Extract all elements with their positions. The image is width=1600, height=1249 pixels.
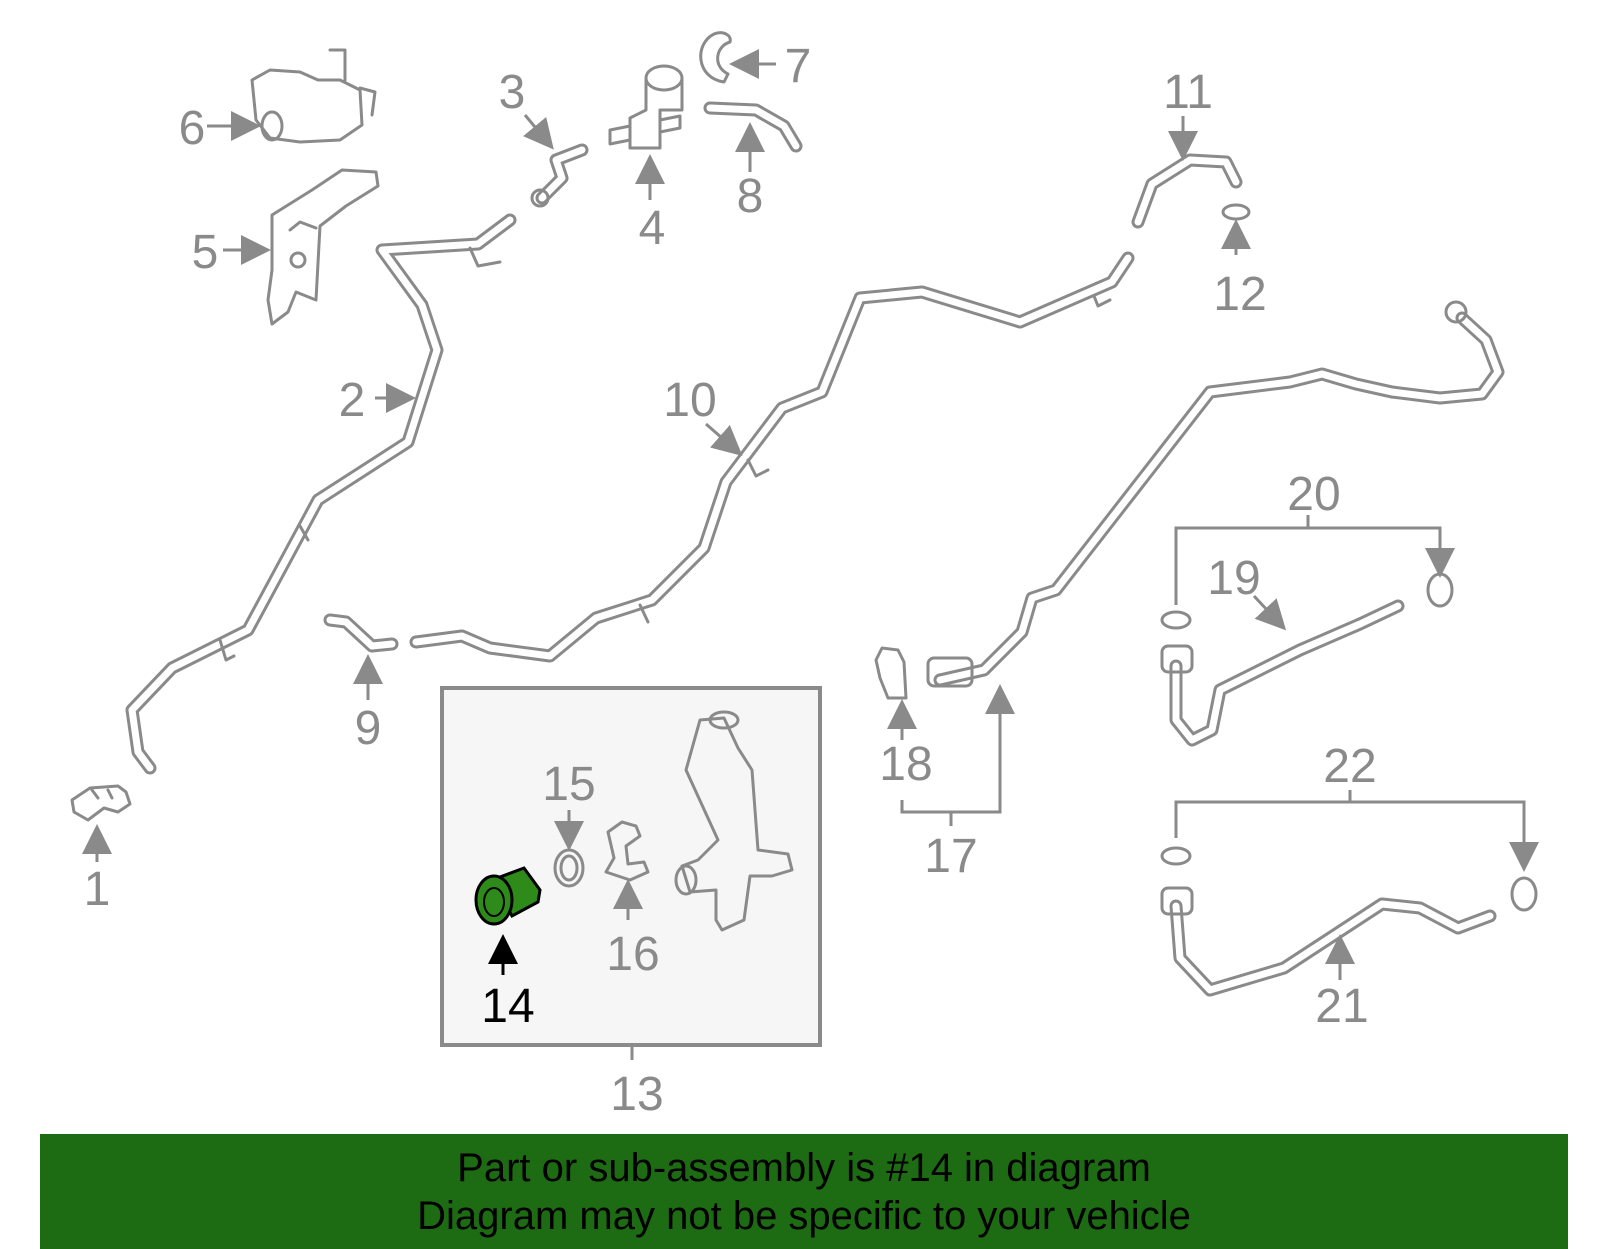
- part-1[interactable]: [70, 784, 132, 822]
- callout-2: 2: [339, 374, 366, 427]
- part-2[interactable]: [125, 213, 517, 775]
- callout-18: 18: [879, 738, 932, 791]
- callout-14: 14: [481, 980, 534, 1033]
- callout-20: 20: [1287, 468, 1340, 521]
- part-3[interactable]: [530, 143, 589, 208]
- part-7[interactable]: [699, 31, 732, 84]
- part-18[interactable]: [874, 646, 908, 700]
- callout-8: 8: [737, 170, 764, 223]
- part-9[interactable]: [323, 613, 399, 653]
- part-8[interactable]: [703, 101, 803, 153]
- part-6[interactable]: [250, 48, 377, 144]
- callout-11: 11: [1163, 66, 1213, 119]
- part-12[interactable]: [1221, 203, 1251, 221]
- callout-21: 21: [1315, 980, 1368, 1033]
- banner-line-1: Part or sub-assembly is #14 in diagram: [457, 1145, 1151, 1190]
- part-22[interactable]: [1160, 846, 1538, 912]
- part-19[interactable]: [1160, 599, 1405, 747]
- callout-19: 19: [1207, 552, 1260, 605]
- callout-22: 22: [1323, 740, 1376, 793]
- info-banner: Part or sub-assembly is #14 in diagram D…: [40, 1134, 1568, 1249]
- callout-5: 5: [192, 226, 219, 279]
- callout-15: 15: [542, 758, 595, 811]
- part-20[interactable]: [1160, 572, 1454, 630]
- callout-1: 1: [84, 863, 111, 916]
- subassembly-box: [440, 686, 822, 1047]
- part-17[interactable]: [926, 300, 1505, 688]
- part-5[interactable]: [266, 168, 380, 326]
- callout-17: 17: [924, 830, 977, 883]
- part-4[interactable]: [608, 64, 684, 150]
- callout-10: 10: [663, 374, 716, 427]
- part-21[interactable]: [1160, 886, 1497, 997]
- callout-6: 6: [179, 102, 206, 155]
- part-10[interactable]: [409, 251, 1135, 663]
- part-11[interactable]: [1131, 153, 1243, 229]
- callout-4: 4: [639, 202, 666, 255]
- callout-12: 12: [1213, 268, 1266, 321]
- callout-13: 13: [610, 1068, 663, 1121]
- callout-3: 3: [499, 66, 526, 119]
- callout-9: 9: [355, 702, 382, 755]
- banner-line-2: Diagram may not be specific to your vehi…: [417, 1193, 1191, 1238]
- housing-assembly[interactable]: [674, 710, 794, 932]
- callout-16: 16: [606, 928, 659, 981]
- callout-7: 7: [785, 40, 812, 93]
- part-16[interactable]: [604, 820, 650, 882]
- part-14[interactable]: [474, 866, 542, 926]
